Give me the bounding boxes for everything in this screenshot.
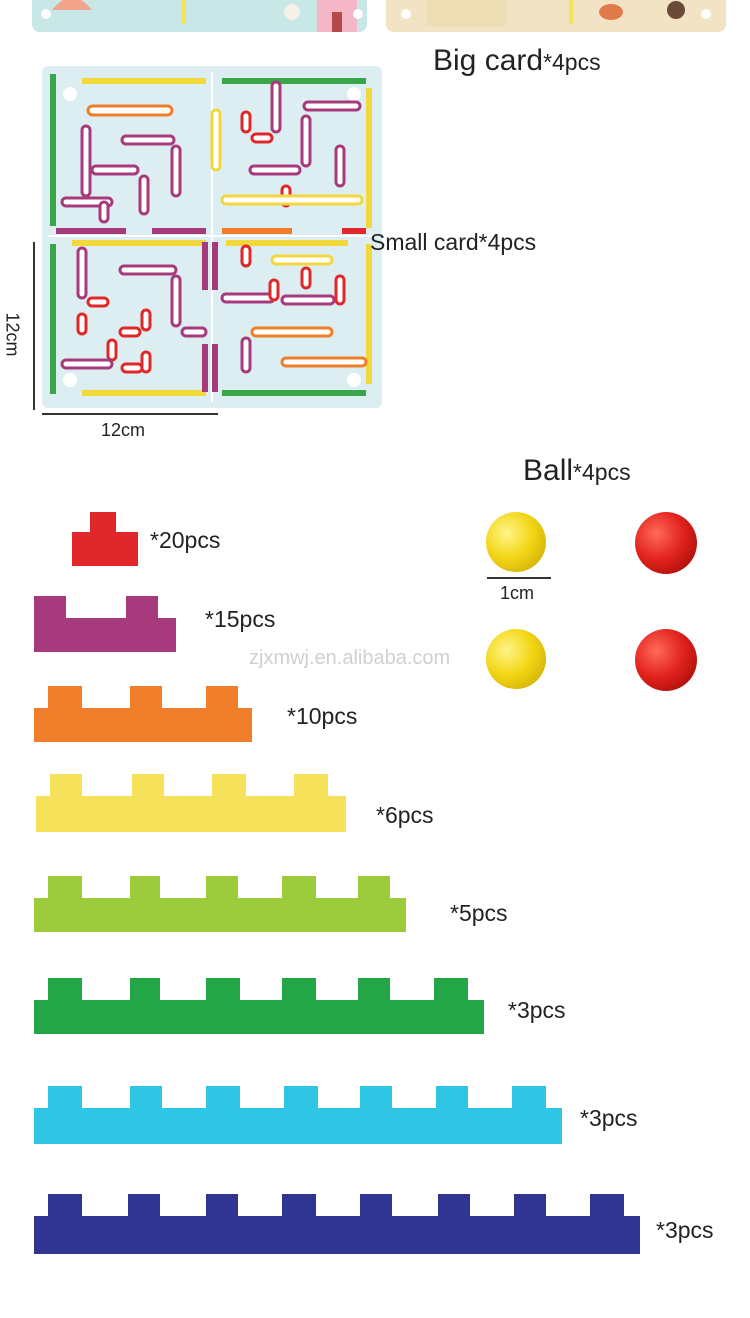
maze-illustration	[42, 66, 382, 408]
ball-name: Ball	[523, 454, 574, 487]
big-card-name: Big card	[433, 44, 544, 77]
piece-red-t-qty: *20pcs	[150, 527, 221, 553]
big-card-preview-left	[32, 0, 367, 32]
watermark: zjxmwj.en.alibaba.com	[249, 647, 451, 669]
big-card-preview-right	[386, 0, 726, 32]
ball-title: Ball*4pcs	[523, 454, 631, 488]
piece-orange-qty: *10pcs	[287, 703, 358, 729]
height-dimension-line	[33, 242, 35, 410]
ball-red-2	[634, 628, 698, 697]
piece-green-qty: *3pcs	[508, 997, 566, 1023]
big-card-right-illustration	[386, 0, 726, 32]
big-card-title: Big card*4pcs	[433, 44, 601, 78]
piece-yellow-qty: *6pcs	[376, 802, 434, 828]
ball-yellow-1	[485, 511, 547, 578]
height-dimension-label: 12cm	[2, 312, 23, 357]
ball-red-1	[634, 511, 698, 580]
width-dimension-label: 12cm	[101, 420, 146, 440]
width-dimension-line	[42, 413, 218, 415]
big-card-left-illustration	[32, 0, 367, 32]
piece-red-t	[72, 512, 138, 566]
piece-yellow	[36, 774, 346, 832]
piece-orange	[34, 686, 252, 742]
ball-size-label: 1cm	[500, 583, 535, 603]
piece-purple-qty: *15pcs	[205, 606, 276, 632]
small-card-maze	[42, 66, 382, 413]
piece-light-green-qty: *5pcs	[450, 900, 508, 926]
piece-sky-blue	[34, 1086, 562, 1144]
small-card-label: Small card*4pcs	[370, 229, 537, 255]
piece-navy-qty: *3pcs	[656, 1217, 714, 1243]
piece-sky-blue-qty: *3pcs	[580, 1105, 638, 1131]
ball-yellow-2	[485, 628, 547, 695]
ball-size-line	[487, 577, 551, 579]
piece-light-green	[34, 876, 406, 932]
piece-green	[34, 978, 484, 1034]
piece-navy	[34, 1194, 640, 1254]
big-card-qty: *4pcs	[543, 49, 601, 75]
ball-qty: *4pcs	[573, 459, 631, 485]
piece-purple	[34, 596, 176, 652]
